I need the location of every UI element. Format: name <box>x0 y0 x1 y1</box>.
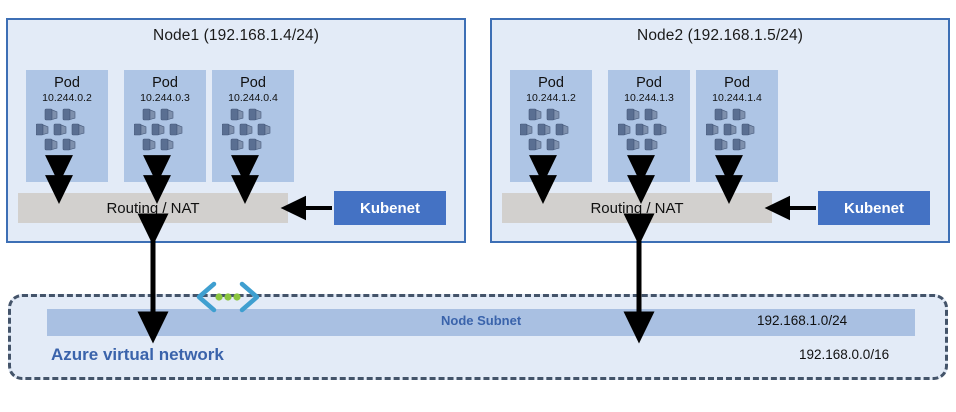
azure-vnet-label: Azure virtual network <box>51 345 224 364</box>
pod-label: Pod <box>240 75 266 91</box>
kubenet-box-node2: Kubenet <box>818 191 930 225</box>
pod-label: Pod <box>538 75 564 91</box>
routing-nat-label: Routing / NAT <box>590 199 684 217</box>
pod-ip: 10.244.1.4 <box>712 92 762 104</box>
chevron-dots-icon <box>196 281 260 313</box>
pod-cluster-icon <box>222 108 271 151</box>
pod-card-node2-2: Pod 10.244.1.3 <box>608 70 690 182</box>
routing-nat-bar-node1: Routing / NAT <box>18 193 288 223</box>
pod-ip: 10.244.0.4 <box>228 92 278 104</box>
pod-ip: 10.244.0.3 <box>140 92 190 104</box>
routing-nat-label: Routing / NAT <box>106 199 200 217</box>
azure-vnet-container: Node Subnet 192.168.1.0/24 Azure virtual… <box>8 294 948 380</box>
pod-ip: 10.244.1.2 <box>526 92 576 104</box>
kubenet-box-node1: Kubenet <box>334 191 446 225</box>
pod-card-node2-1: Pod 10.244.1.2 <box>510 70 592 182</box>
pod-label: Pod <box>152 75 178 91</box>
node-title-node1: Node1 (192.168.1.4/24) <box>153 27 319 44</box>
pod-card-node2-3: Pod 10.244.1.4 <box>696 70 778 182</box>
node-title-node2: Node2 (192.168.1.5/24) <box>637 27 803 44</box>
pod-label: Pod <box>636 75 662 91</box>
pod-card-node1-1: Pod 10.244.0.2 <box>26 70 108 182</box>
node-subnet-bar: Node Subnet 192.168.1.0/24 <box>47 309 915 336</box>
pod-cluster-icon <box>618 108 667 151</box>
node-subnet-label: Node Subnet <box>441 313 522 328</box>
pod-label: Pod <box>54 75 80 91</box>
pod-ip: 10.244.1.3 <box>624 92 674 104</box>
pod-card-node1-2: Pod 10.244.0.3 <box>124 70 206 182</box>
kubenet-label: Kubenet <box>360 199 420 217</box>
pod-cluster-icon <box>706 108 755 151</box>
node-subnet-cidr: 192.168.1.0/24 <box>757 313 848 328</box>
kubenet-label: Kubenet <box>844 199 904 217</box>
pod-ip: 10.244.0.2 <box>42 92 92 104</box>
pod-cluster-icon <box>520 108 569 151</box>
pod-cluster-icon <box>36 108 85 151</box>
pod-card-node1-3: Pod 10.244.0.4 <box>212 70 294 182</box>
azure-vnet-cidr: 192.168.0.0/16 <box>799 347 890 362</box>
routing-nat-bar-node2: Routing / NAT <box>502 193 772 223</box>
pod-label: Pod <box>724 75 750 91</box>
pod-cluster-icon <box>134 108 183 151</box>
